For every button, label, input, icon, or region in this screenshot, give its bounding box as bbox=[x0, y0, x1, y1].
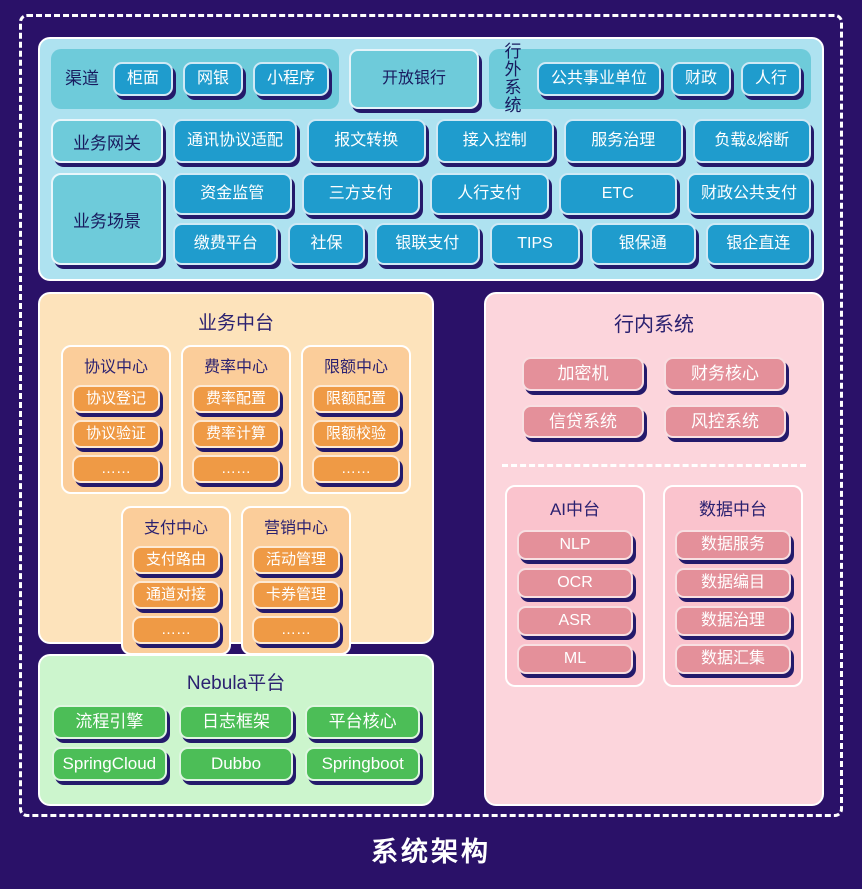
inbank-title: 行内系统 bbox=[614, 314, 694, 336]
biz-button-payment-more[interactable]: …… bbox=[132, 616, 220, 644]
channel-button-finance-dept[interactable]: 财政 bbox=[670, 61, 731, 97]
page-title: 系统架构 bbox=[371, 837, 491, 867]
business-center-row-bottom: 支付中心 支付路由 通道对接 …… 营销中心 活动管理 卡券管理 …… bbox=[50, 506, 422, 655]
channel-section: 渠道 柜面 网银 小程序 开放银行 行外 系统 公共事业单位 财政 人行 业务网… bbox=[38, 37, 824, 281]
inbank-section: 行内系统 加密机 财务核心 信贷系统 风控系统 AI中台 NLP OCR ASR… bbox=[484, 292, 824, 806]
channel-group-external: 行外 系统 公共事业单位 财政 人行 bbox=[489, 43, 811, 114]
center-card-title-marketing: 营销中心 bbox=[263, 520, 328, 537]
gateway-button-load-breaker[interactable]: 负载&熔断 bbox=[692, 119, 812, 163]
data-button-data-catalog[interactable]: 数据编目 bbox=[675, 568, 791, 599]
scenario-button-tips[interactable]: TIPS bbox=[490, 223, 581, 265]
biz-button-limit-config[interactable]: 限额配置 bbox=[312, 385, 400, 413]
channel-group-channel: 渠道 柜面 网银 小程序 bbox=[51, 49, 340, 109]
nebula-section: Nebula平台 流程引擎 日志框架 平台核心 SpringCloud Dubb… bbox=[38, 654, 434, 806]
gateway-button-protocol-adapt[interactable]: 通讯协议适配 bbox=[173, 119, 298, 163]
business-midplatform-title: 业务中台 bbox=[197, 313, 274, 334]
biz-button-payment-routing[interactable]: 支付路由 bbox=[132, 546, 220, 574]
center-card-payment: 支付中心 支付路由 通道对接 …… bbox=[121, 506, 231, 655]
ai-button-ocr[interactable]: OCR bbox=[517, 568, 633, 599]
nebula-button-process-engine[interactable]: 流程引擎 bbox=[52, 705, 167, 739]
inbank-button-credit-system[interactable]: 信贷系统 bbox=[522, 404, 644, 439]
data-button-data-governance[interactable]: 数据治理 bbox=[675, 606, 791, 637]
scenario-row-top: 资金监管 三方支付 人行支付 ETC 财政公共支付 bbox=[173, 173, 812, 215]
inbank-button-risk-system[interactable]: 风控系统 bbox=[664, 404, 786, 439]
inbank-button-finance-core[interactable]: 财务核心 bbox=[664, 357, 786, 391]
nebula-button-springcloud[interactable]: SpringCloud bbox=[52, 747, 167, 781]
scenario-button-pboc-pay[interactable]: 人行支付 bbox=[430, 173, 549, 215]
data-button-data-collection[interactable]: 数据汇集 bbox=[675, 644, 791, 675]
ai-button-ml[interactable]: ML bbox=[517, 644, 633, 675]
nebula-button-log-framework[interactable]: 日志框架 bbox=[178, 705, 294, 739]
biz-button-agreement-register[interactable]: 协议登记 bbox=[72, 385, 160, 413]
data-button-data-service[interactable]: 数据服务 bbox=[675, 530, 791, 561]
mid-card-data: 数据中台 数据服务 数据编目 数据治理 数据汇集 bbox=[663, 485, 803, 688]
scenario-button-unionpay[interactable]: 银联支付 bbox=[374, 223, 481, 265]
biz-button-marketing-more[interactable]: …… bbox=[252, 616, 340, 644]
center-card-limit: 限额中心 限额配置 限额校验 …… bbox=[301, 345, 411, 494]
inbank-button-encryption-machine[interactable]: 加密机 bbox=[522, 357, 644, 391]
biz-button-rate-more[interactable]: …… bbox=[192, 455, 280, 483]
center-card-title-payment: 支付中心 bbox=[143, 520, 208, 537]
mid-card-ai: AI中台 NLP OCR ASR ML bbox=[505, 485, 645, 688]
scenario-button-bank-enterprise-direct[interactable]: 银企直连 bbox=[705, 223, 811, 265]
biz-button-campaign-management[interactable]: 活动管理 bbox=[252, 546, 340, 574]
biz-button-rate-calc[interactable]: 费率计算 bbox=[192, 420, 280, 448]
nebula-row-top: 流程引擎 日志框架 平台核心 bbox=[52, 705, 421, 739]
nebula-button-springboot[interactable]: Springboot bbox=[305, 747, 421, 781]
scenario-button-fund-supervision[interactable]: 资金监管 bbox=[173, 173, 292, 215]
biz-button-limit-check[interactable]: 限额校验 bbox=[312, 420, 400, 448]
center-card-marketing: 营销中心 活动管理 卡券管理 …… bbox=[241, 506, 351, 655]
biz-button-limit-more[interactable]: …… bbox=[312, 455, 400, 483]
group-label-external: 行外 系统 bbox=[504, 42, 522, 115]
scenario-label: 业务场景 bbox=[51, 173, 163, 265]
mid-card-title-ai: AI中台 bbox=[549, 500, 601, 520]
gateway-button-message-convert[interactable]: 报文转换 bbox=[307, 119, 426, 163]
scenario-row-bottom: 缴费平台 社保 银联支付 TIPS 银保通 银企直连 bbox=[173, 223, 811, 265]
gateway-button-access-control[interactable]: 接入控制 bbox=[435, 119, 555, 163]
channel-button-public-utility[interactable]: 公共事业单位 bbox=[536, 61, 661, 97]
business-center-row-top: 协议中心 协议登记 协议验证 …… 费率中心 费率配置 费率计算 …… 限额中心… bbox=[50, 345, 422, 494]
inbank-grid: 加密机 财务核心 信贷系统 风控系统 bbox=[498, 357, 810, 439]
biz-button-agreement-more[interactable]: …… bbox=[72, 455, 160, 483]
scenario-button-etc[interactable]: ETC bbox=[558, 173, 677, 215]
center-card-title-rate: 费率中心 bbox=[203, 359, 268, 376]
center-card-title-agreement: 协议中心 bbox=[83, 359, 148, 376]
biz-button-coupon-management[interactable]: 卡券管理 bbox=[252, 581, 340, 609]
center-card-title-limit: 限额中心 bbox=[323, 359, 388, 376]
channel-button-miniprogram[interactable]: 小程序 bbox=[253, 61, 330, 97]
biz-button-channel-integration[interactable]: 通道对接 bbox=[132, 581, 220, 609]
ai-button-nlp[interactable]: NLP bbox=[517, 530, 633, 561]
scenario-button-fiscal-public-pay[interactable]: 财政公共支付 bbox=[687, 173, 812, 215]
nebula-title: Nebula平台 bbox=[186, 673, 286, 694]
scenario-button-thirdparty-pay[interactable]: 三方支付 bbox=[301, 173, 420, 215]
biz-button-agreement-verify[interactable]: 协议验证 bbox=[72, 420, 160, 448]
gateway-row: 业务网关 通讯协议适配 报文转换 接入控制 服务治理 负载&熔断 bbox=[51, 119, 812, 163]
ai-button-asr[interactable]: ASR bbox=[517, 606, 633, 637]
scenario-row: 业务场景 资金监管 三方支付 人行支付 ETC 财政公共支付 缴费平台 社保 银… bbox=[51, 173, 812, 265]
channel-button-open-bank[interactable]: 开放银行 bbox=[349, 49, 480, 109]
gateway-button-service-governance[interactable]: 服务治理 bbox=[564, 119, 683, 163]
channel-button-ebank[interactable]: 网银 bbox=[183, 61, 244, 97]
mid-card-title-data: 数据中台 bbox=[699, 500, 767, 520]
nebula-row-bottom: SpringCloud Dubbo Springboot bbox=[52, 747, 421, 781]
nebula-button-dubbo[interactable]: Dubbo bbox=[178, 747, 294, 781]
inbank-midplatform-cards: AI中台 NLP OCR ASR ML 数据中台 数据服务 数据编目 数据治理 … bbox=[498, 485, 810, 688]
business-midplatform-section: 业务中台 协议中心 协议登记 协议验证 …… 费率中心 费率配置 费率计算 ……… bbox=[38, 292, 434, 655]
scenario-button-bancassurance[interactable]: 银保通 bbox=[590, 223, 696, 265]
group-label-channel: 渠道 bbox=[65, 69, 99, 89]
channel-button-counter[interactable]: 柜面 bbox=[113, 61, 174, 97]
center-card-agreement: 协议中心 协议登记 协议验证 …… bbox=[61, 345, 171, 494]
scenario-grid: 资金监管 三方支付 人行支付 ETC 财政公共支付 缴费平台 社保 银联支付 T… bbox=[173, 173, 812, 265]
scenario-button-social-security[interactable]: 社保 bbox=[288, 223, 365, 265]
nebula-button-platform-core[interactable]: 平台核心 bbox=[305, 705, 421, 739]
channel-button-pboc[interactable]: 人行 bbox=[740, 61, 801, 97]
gateway-label: 业务网关 bbox=[51, 119, 163, 163]
channel-row: 渠道 柜面 网银 小程序 开放银行 行外 系统 公共事业单位 财政 人行 bbox=[51, 43, 811, 114]
center-card-rate: 费率中心 费率配置 费率计算 …… bbox=[181, 345, 291, 494]
scenario-button-payment-platform[interactable]: 缴费平台 bbox=[173, 223, 279, 265]
biz-button-rate-config[interactable]: 费率配置 bbox=[192, 385, 280, 413]
inbank-divider bbox=[502, 464, 806, 468]
